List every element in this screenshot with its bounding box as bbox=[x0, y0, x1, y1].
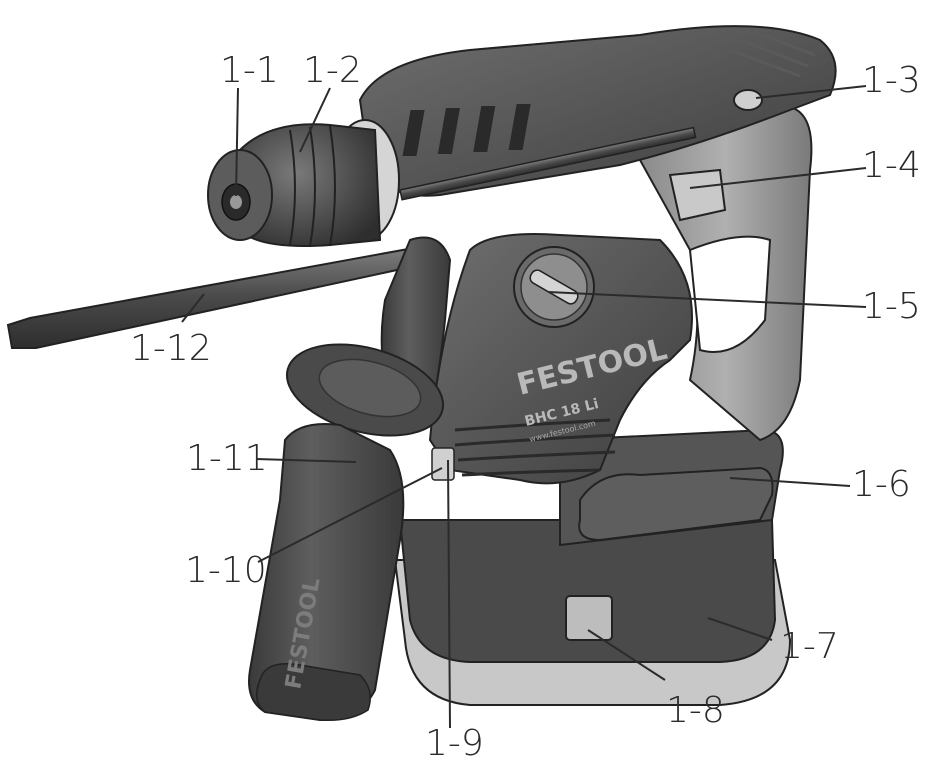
callout-1-4: 1-4 bbox=[862, 145, 921, 186]
leader-1-2 bbox=[299, 87, 331, 153]
leader-1-1 bbox=[235, 87, 239, 197]
callout-1-2: 1-2 bbox=[303, 50, 362, 91]
mode-selector bbox=[513, 246, 595, 328]
callout-1-1: 1-1 bbox=[220, 50, 279, 91]
top-housing bbox=[358, 25, 837, 222]
callout-1-6: 1-6 bbox=[852, 464, 911, 505]
callout-1-11: 1-11 bbox=[186, 438, 268, 479]
leader-1-3 bbox=[755, 85, 867, 99]
battery-release-button bbox=[578, 466, 774, 542]
leader-1-9 bbox=[447, 459, 451, 729]
callout-1-7: 1-7 bbox=[780, 626, 839, 667]
leader-1-6 bbox=[729, 477, 851, 487]
leader-1-7 bbox=[707, 617, 773, 641]
battery-pack bbox=[393, 428, 792, 706]
leader-1-8 bbox=[587, 629, 666, 681]
drill-bit bbox=[6, 243, 436, 349]
callout-1-12: 1-12 bbox=[130, 328, 212, 369]
tool-illustration: FESTOOL BHC 18 Li www.festool.com bbox=[6, 25, 837, 722]
callout-labels: 1-1 1-2 1-3 1-4 1-5 1-6 1-7 1-8 1-9 1-10… bbox=[130, 50, 921, 760]
callout-1-3: 1-3 bbox=[862, 60, 921, 101]
callout-1-8: 1-8 bbox=[666, 690, 725, 731]
callout-1-5: 1-5 bbox=[862, 286, 921, 327]
leader-1-10 bbox=[257, 467, 443, 563]
depth-stop-rod bbox=[399, 126, 697, 201]
leader-lines bbox=[181, 85, 867, 729]
leader-1-11 bbox=[255, 458, 357, 463]
leader-1-12 bbox=[181, 293, 205, 323]
leader-1-5 bbox=[547, 291, 867, 308]
depth-stop-clamp bbox=[668, 168, 727, 222]
on-off-switch bbox=[431, 447, 455, 481]
callout-1-10: 1-10 bbox=[185, 550, 267, 591]
lock-button bbox=[733, 89, 763, 111]
side-handle: FESTOOL bbox=[248, 236, 455, 722]
leader-1-4 bbox=[689, 167, 867, 189]
tool-holder bbox=[207, 119, 400, 247]
callout-1-9: 1-9 bbox=[425, 723, 484, 760]
capacity-indicator bbox=[565, 595, 613, 641]
